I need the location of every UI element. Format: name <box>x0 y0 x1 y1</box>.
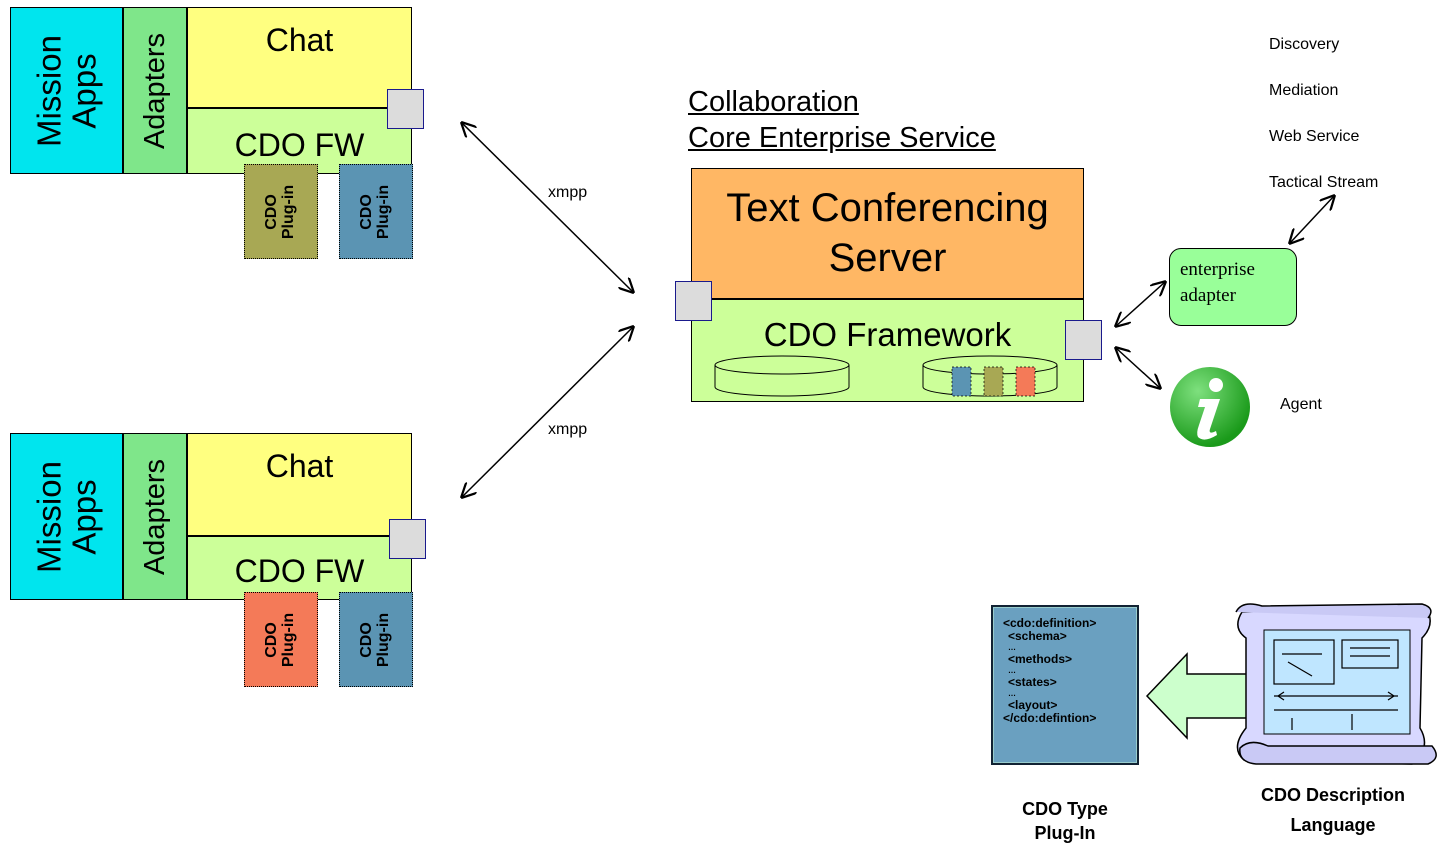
client2-plugin-a: CDO Plug-in <box>244 592 318 687</box>
service-title-line1: Collaboration <box>688 86 859 118</box>
code-line-definition: <cdo:definition> <box>1003 616 1097 630</box>
enterprise-adapter-label: enterprise adapter <box>1180 259 1255 306</box>
service-item-discovery: Discovery <box>1269 36 1340 53</box>
client1-cdo-fw-label: CDO FW <box>234 127 365 163</box>
description-language-caption: CDO Description Language <box>1260 785 1406 835</box>
code-line-ellipsis: … <box>1008 643 1016 652</box>
server-label: Text Conferencing Server <box>726 186 1049 280</box>
code-line-end: </cdo:defintion> <box>1003 711 1097 725</box>
type-plugin-caption: CDO Type Plug-In <box>1022 799 1108 843</box>
xmpp-link-top <box>462 123 633 292</box>
client2-mission-apps: Mission Apps <box>10 433 123 600</box>
code-line-schema: <schema> <box>1008 629 1067 643</box>
client2-chat: Chat <box>187 433 412 536</box>
type-plugin-box: <cdo:definition> <schema> … <methods> … … <box>991 605 1139 765</box>
service-item-web-service: Web Service <box>1269 128 1360 145</box>
client1-port <box>387 89 424 129</box>
adapter-link <box>1116 282 1165 326</box>
enterprise-adapter: enterprise adapter <box>1169 248 1297 326</box>
client1-chat-label: Chat <box>265 22 334 58</box>
info-agent-icon <box>1170 367 1250 447</box>
code-line-ellipsis: … <box>1008 689 1016 698</box>
framework-label: CDO Framework <box>763 316 1012 353</box>
client2-cdo-fw-label: CDO FW <box>234 553 365 589</box>
store-cylinder-left <box>714 355 850 397</box>
xmpp-label-top: xmpp <box>548 184 588 201</box>
xmpp-link-bottom <box>462 327 633 497</box>
scroll-blueprint-icon <box>1235 603 1437 765</box>
code-line-states: <states> <box>1008 675 1057 689</box>
client2-adapters: Adapters <box>123 433 187 600</box>
store-cylinder-right <box>922 355 1058 397</box>
type-plugin-code: <cdo:definition> <schema> … <methods> … … <box>993 607 1137 725</box>
client1-plugin-a: CDO Plug-in <box>244 164 318 259</box>
server-port-left <box>675 281 712 321</box>
service-title-line2: Core Enterprise Service <box>688 122 996 154</box>
client1-plugin-b: CDO Plug-in <box>339 164 413 259</box>
services-link <box>1290 196 1334 243</box>
xmpp-label-bottom: xmpp <box>548 421 588 438</box>
client2-chat-label: Chat <box>265 448 334 484</box>
client2-plugin-b: CDO Plug-in <box>339 592 413 687</box>
code-line-layout: <layout> <box>1008 698 1058 712</box>
framework-stores <box>714 355 1058 397</box>
server-port-right <box>1065 320 1102 360</box>
services-list: Discovery Mediation Web Service Tactical… <box>1269 22 1378 206</box>
client1-adapters: Adapters <box>123 7 187 174</box>
stored-plugin-olive <box>983 366 1004 397</box>
service-title: Collaboration Core Enterprise Service <box>688 84 996 156</box>
stored-plugin-orange <box>1015 366 1036 397</box>
service-item-mediation: Mediation <box>1269 82 1339 99</box>
client1-chat: Chat <box>187 7 412 108</box>
service-item-tactical-stream: Tactical Stream <box>1269 174 1379 191</box>
client2-port <box>389 519 426 559</box>
code-line-methods: <methods> <box>1008 652 1073 666</box>
client1-mission-apps: Mission Apps <box>10 7 123 174</box>
stored-plugin-blue <box>951 366 972 397</box>
client1-cdo-fw: CDO FW <box>187 108 412 174</box>
code-line-ellipsis: … <box>1008 666 1016 675</box>
agent-link <box>1116 348 1160 388</box>
text-conferencing-server: Text Conferencing Server <box>691 168 1084 299</box>
agent-label: Agent <box>1280 396 1322 413</box>
